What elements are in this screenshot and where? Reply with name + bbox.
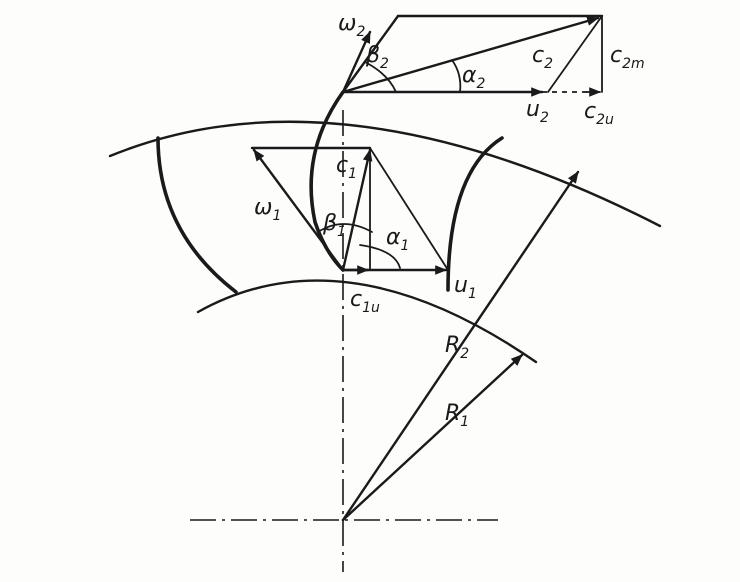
label-c1: c1 bbox=[336, 153, 357, 182]
label-u1: u1 bbox=[454, 273, 477, 302]
blade-right bbox=[446, 136, 504, 292]
label-c2u: c2u bbox=[584, 99, 614, 128]
label-c2m: c2m bbox=[610, 43, 645, 72]
label-c1u: c1u bbox=[350, 287, 380, 316]
r1-vector bbox=[341, 353, 524, 522]
w2-extension bbox=[341, 30, 372, 94]
outlet-diagonal-line bbox=[547, 15, 603, 93]
label-u2: u2 bbox=[526, 97, 549, 126]
alpha2-arc bbox=[451, 59, 462, 93]
beta2-arc bbox=[364, 61, 397, 93]
inlet-diagonal-line bbox=[369, 147, 449, 271]
r2-vector bbox=[341, 170, 580, 522]
label-beta1: β1 bbox=[322, 211, 346, 240]
label-R2: R2 bbox=[445, 333, 469, 362]
label-alpha1: α1 bbox=[386, 225, 409, 254]
inner-circle-arc bbox=[196, 279, 538, 364]
outer-circle-arc bbox=[108, 120, 662, 228]
w1-vector bbox=[252, 148, 345, 272]
label-w2: ω2 bbox=[338, 11, 365, 40]
blade-center bbox=[309, 90, 345, 272]
blade-left bbox=[156, 136, 238, 294]
beta1-arc bbox=[317, 223, 373, 233]
w2-vector bbox=[341, 14, 400, 94]
c2-vector bbox=[341, 16, 600, 94]
label-w1: ω1 bbox=[254, 195, 281, 224]
c1-vector bbox=[341, 148, 373, 272]
label-alpha2: α2 bbox=[462, 63, 486, 92]
label-c2: c2 bbox=[532, 43, 553, 72]
alpha1-arc bbox=[359, 244, 401, 269]
label-beta2: β2 bbox=[365, 43, 389, 72]
label-R1: R1 bbox=[445, 401, 469, 430]
